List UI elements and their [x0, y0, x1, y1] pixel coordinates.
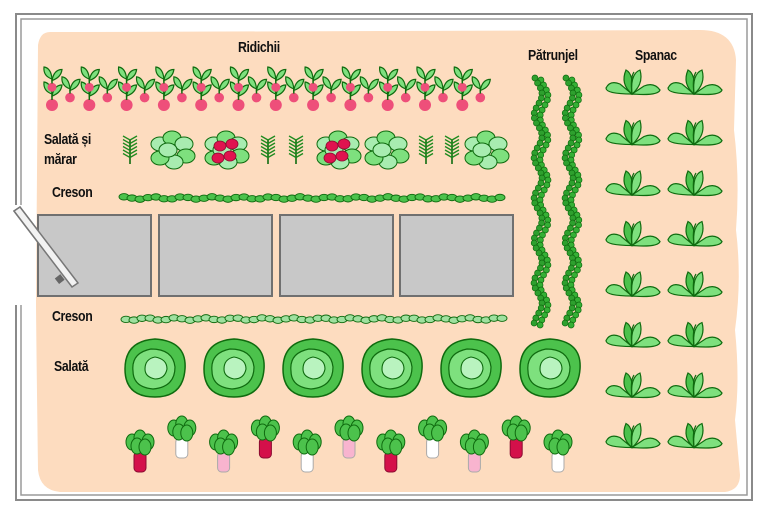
spinach-plant — [667, 170, 723, 197]
radish-plant — [135, 76, 156, 103]
lettuce-head — [124, 338, 186, 398]
lettuce-head — [519, 338, 581, 398]
pink-root-vegetable — [334, 415, 364, 459]
white-root-vegetable — [167, 415, 197, 459]
radish-plant — [471, 76, 491, 103]
spinach-plant — [605, 69, 661, 96]
red-lettuce-plant — [316, 130, 362, 170]
paver-slab-4 — [399, 214, 514, 297]
radish-plant — [267, 66, 287, 92]
spinach-plant — [667, 119, 723, 146]
spinach-plant — [667, 422, 723, 449]
label-lettuce: Salată — [54, 358, 89, 375]
lettuce-head — [361, 338, 423, 398]
fence-frame — [15, 13, 753, 501]
cress-row — [118, 193, 506, 203]
white-root-vegetable — [418, 415, 448, 459]
radish-plant — [98, 76, 118, 103]
radish-plant — [43, 66, 63, 92]
green-lettuce-plant — [364, 130, 410, 170]
pink-root-vegetable — [459, 429, 489, 473]
parsley-strip — [530, 74, 552, 329]
red-root-vegetable — [376, 429, 406, 473]
label-spinach: Spanac — [635, 47, 677, 64]
radish-plant — [117, 66, 138, 92]
radish-plant — [61, 76, 81, 103]
radish-plant — [304, 66, 324, 92]
radish-plant — [155, 66, 175, 92]
green-lettuce-plant — [150, 130, 196, 170]
spinach-plant — [605, 271, 661, 298]
paver-slab-2 — [158, 214, 273, 297]
spinach-plant — [605, 170, 661, 197]
radish-plant — [192, 66, 212, 92]
spinach-plant — [605, 321, 661, 348]
spinach-plant — [667, 372, 723, 399]
radish-plant — [416, 81, 436, 111]
paver-slab-3 — [279, 214, 394, 297]
parsley-strip — [561, 74, 583, 329]
dill-plant — [288, 135, 304, 164]
red-lettuce-plant — [204, 130, 250, 170]
radish-plant — [229, 66, 250, 92]
red-root-vegetable — [501, 415, 531, 459]
label-cress-bottom: Creson — [52, 308, 93, 325]
label-parsley: Pătrunjel — [528, 47, 578, 64]
radish-plant — [173, 76, 193, 103]
radish-plant — [416, 66, 436, 92]
radish-plant — [453, 66, 473, 92]
label-radishes: Ridichii — [238, 39, 280, 56]
spinach-plant — [667, 321, 723, 348]
dill-plant — [260, 135, 276, 164]
spinach-plant — [667, 220, 723, 247]
radish-plant — [285, 76, 305, 103]
lettuce-head — [203, 338, 265, 398]
radish-plant — [397, 76, 417, 103]
green-lettuce-plant — [464, 130, 510, 170]
radish-plant — [210, 76, 230, 103]
lettuce-head — [282, 338, 344, 398]
spinach-plant — [605, 220, 661, 247]
radish-plant — [322, 76, 342, 103]
label-cress-top: Creson — [52, 184, 93, 201]
spinach-plant — [667, 271, 723, 298]
dill-plant — [444, 135, 460, 164]
dill-plant — [418, 135, 434, 164]
cress-row — [120, 314, 508, 324]
paver-slab-1 — [37, 214, 152, 297]
radish-plant — [341, 66, 362, 92]
dill-plant — [122, 135, 138, 164]
spinach-plant — [605, 119, 661, 146]
lettuce-head — [440, 338, 502, 398]
white-root-vegetable — [543, 429, 573, 473]
white-root-vegetable — [292, 429, 322, 473]
spinach-plant — [605, 422, 661, 449]
radish-plant — [379, 66, 399, 92]
pink-root-vegetable — [209, 429, 239, 473]
spinach-plant — [605, 372, 661, 399]
spinach-plant — [667, 69, 723, 96]
label-lettuce-dill: Salată și mărar — [44, 131, 91, 168]
radish-plant — [80, 66, 100, 92]
red-root-vegetable — [125, 429, 155, 473]
radish-plant — [434, 76, 454, 103]
radish-plant — [247, 76, 268, 103]
radish-plant — [359, 76, 380, 103]
red-root-vegetable — [250, 415, 280, 459]
